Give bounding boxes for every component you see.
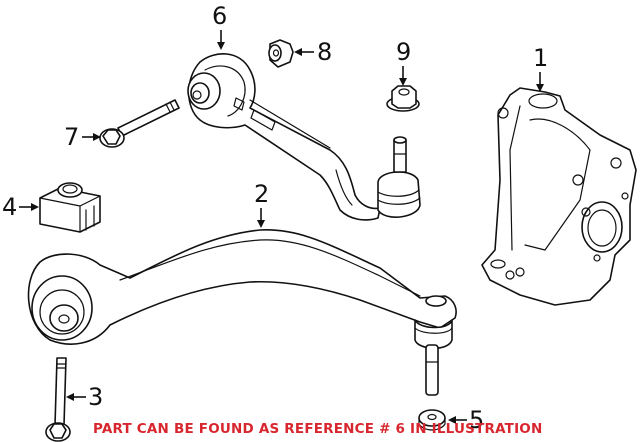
- bolt-3-part: [45, 357, 71, 442]
- reference-note: PART CAN BE FOUND AS REFERENCE # 6 IN IL…: [93, 421, 543, 437]
- nut-8-part: [268, 39, 294, 68]
- callout-5: 5: [469, 406, 485, 434]
- callout-1: 1: [533, 44, 549, 72]
- leader-arrows: [19, 30, 544, 424]
- upper-control-arm-part: [187, 53, 421, 221]
- callout-4: 4: [2, 193, 18, 221]
- steering-knuckle-part: [481, 87, 637, 306]
- bushing-mount-4-part: [39, 182, 101, 233]
- lower-control-arm-part: [27, 229, 457, 396]
- callout-7: 7: [64, 123, 80, 151]
- callout-6: 6: [212, 2, 228, 30]
- callout-2: 2: [254, 180, 270, 208]
- washer-5-part: [418, 409, 446, 431]
- bolt-7-part: [99, 99, 180, 148]
- callout-9: 9: [396, 38, 412, 66]
- callout-8: 8: [317, 38, 333, 66]
- nut-9-part: [386, 85, 420, 112]
- callout-3: 3: [88, 383, 104, 411]
